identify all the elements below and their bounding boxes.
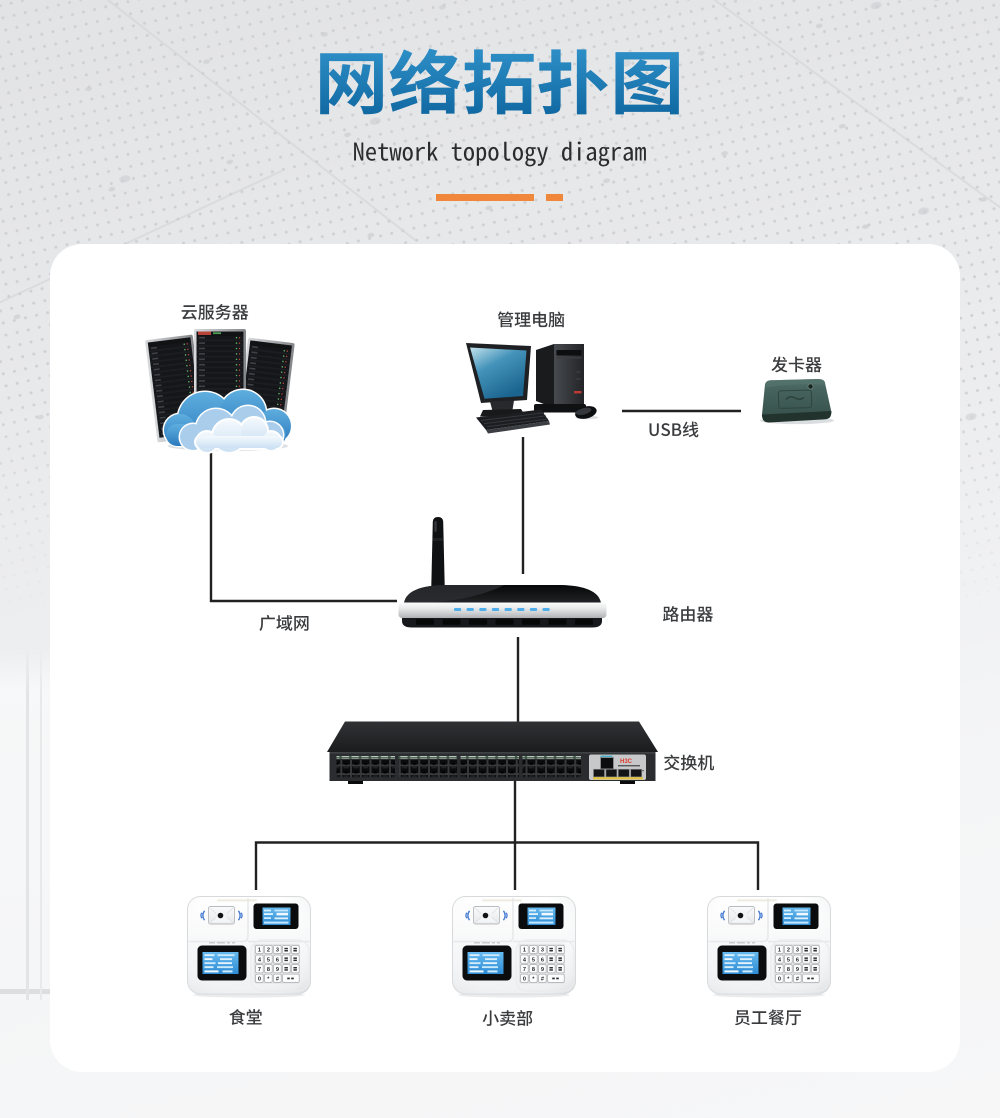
svg-text:H3C: H3C: [620, 759, 633, 765]
